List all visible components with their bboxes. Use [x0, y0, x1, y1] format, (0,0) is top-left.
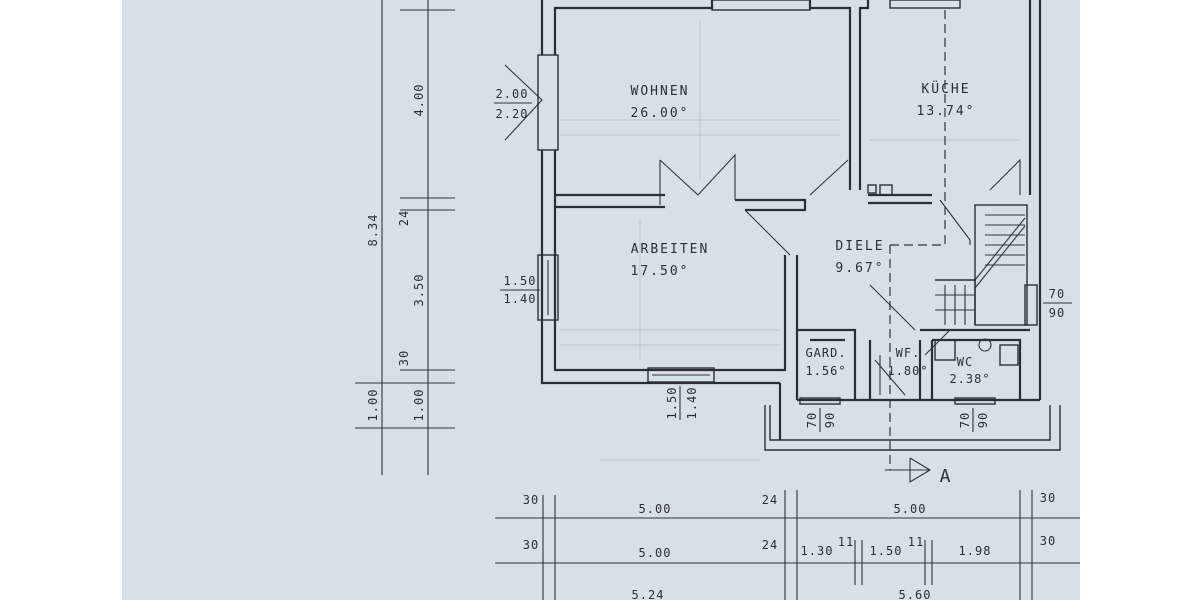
arbeiten-bottom-window-width: 1.50 [665, 387, 679, 420]
section-marker: A [940, 466, 951, 487]
row2-dim-11-left: 11 [838, 535, 854, 549]
right-opening-width: 70 [1049, 287, 1065, 301]
room-area-wc: 2.38° [949, 372, 990, 386]
horizontal-dimension-lines [495, 490, 1080, 600]
opening-labels: 2.00 2.20 1.50 1.40 1.50 1.40 70 90 70 9… [494, 87, 1072, 432]
row2-dim-24: 24 [762, 538, 778, 552]
paper [122, 0, 1080, 600]
total-height-dimension: 8.34 [366, 214, 380, 247]
row1-dim-30-left: 30 [523, 493, 539, 507]
section-line [885, 10, 946, 483]
horizontal-dimension-labels: 30 5.00 24 5.00 30 30 5.00 24 1.30 11 1.… [523, 491, 1056, 602]
room-name-gard: GARD. [805, 346, 846, 360]
paper-bleed-through-lines [560, 20, 1020, 461]
row2-dim-1-30: 1.30 [801, 544, 834, 558]
vertical-dimension-labels: 8.34 4.00 24 3.50 30 1.00 1.00 [366, 84, 426, 422]
row3-dim-5-24: 5.24 [632, 588, 665, 600]
row3-dim-5-60: 5.60 [899, 588, 932, 600]
room-area-wf: 1.80° [887, 364, 928, 378]
row2-dim-11-right: 11 [908, 535, 924, 549]
dimension-4-00: 4.00 [412, 84, 426, 117]
walls [540, 0, 1061, 451]
room-name-diele: DIELE [835, 239, 884, 254]
staircase [935, 204, 1028, 326]
vertical-dimension-lines [355, 0, 455, 475]
row1-dim-5-00-left: 5.00 [639, 502, 672, 516]
row2-dim-1-98: 1.98 [959, 544, 992, 558]
dimension-30: 30 [397, 350, 411, 366]
row2-dim-30-right: 30 [1040, 534, 1056, 548]
row2-dim-1-50: 1.50 [870, 544, 903, 558]
room-area-wohnen: 26.00° [631, 106, 690, 121]
gard-opening-width: 70 [805, 412, 819, 428]
room-name-wf: WF. [896, 346, 921, 360]
room-area-gard: 1.56° [805, 364, 846, 378]
row2-dim-5-00: 5.00 [639, 546, 672, 560]
wc-opening-height: 90 [976, 412, 990, 428]
doors [504, 64, 1021, 396]
row1-dim-5-00-right: 5.00 [894, 502, 927, 516]
row1-dim-30-right: 30 [1040, 491, 1056, 505]
dimension-1-00-outer: 1.00 [366, 389, 380, 422]
room-area-kueche: 13.74° [917, 104, 976, 119]
arbeiten-bottom-window-height: 1.40 [685, 387, 699, 420]
room-name-wc: WC [957, 355, 973, 369]
dimension-3-50: 3.50 [412, 274, 426, 307]
room-labels: WOHNEN 26.00° KÜCHE 13.74° ARBEITEN 17.5… [631, 80, 990, 386]
row2-dim-30-left: 30 [523, 538, 539, 552]
room-area-diele: 9.67° [835, 261, 884, 276]
arbeiten-side-window-height: 1.40 [504, 292, 537, 306]
dimension-1-00-inner: 1.00 [412, 389, 426, 422]
row1-dim-24: 24 [762, 493, 778, 507]
gard-opening-height: 90 [823, 412, 837, 428]
arbeiten-side-window-width: 1.50 [504, 274, 537, 288]
wohnen-window-height: 2.20 [496, 107, 529, 121]
room-name-arbeiten: ARBEITEN [631, 242, 710, 257]
wc-opening-width: 70 [958, 412, 972, 428]
room-area-arbeiten: 17.50° [631, 264, 690, 279]
fixtures [867, 184, 1019, 366]
room-name-kueche: KÜCHE [921, 80, 970, 97]
room-name-wohnen: WOHNEN [631, 84, 690, 99]
right-opening-height: 90 [1049, 306, 1065, 320]
windows [537, 0, 1038, 405]
wohnen-window-width: 2.00 [496, 87, 529, 101]
dimension-24: 24 [397, 210, 411, 226]
